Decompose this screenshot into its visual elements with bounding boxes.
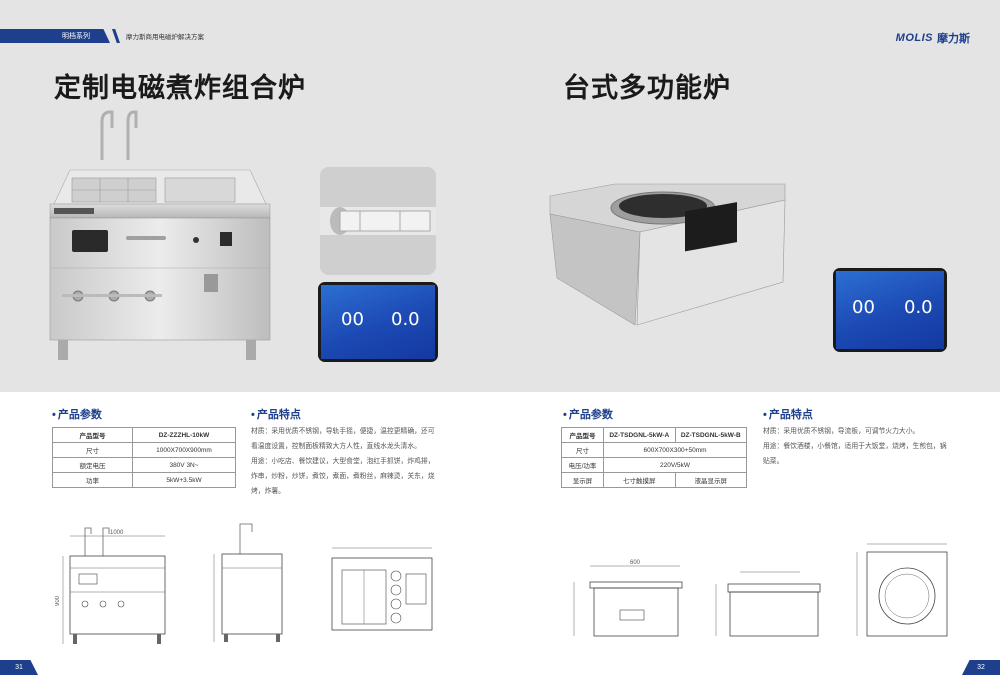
logo-text-en: MOLIS — [895, 32, 933, 44]
panel-left-value: 00 — [341, 309, 364, 330]
page-number-right: 32 — [962, 660, 1000, 675]
series-label: 明档系列 — [62, 33, 90, 40]
table-cell: 七寸触摸屏 — [603, 472, 676, 488]
table-row: 电压/功率 220V/5kW — [561, 457, 747, 473]
left-params-heading: •产品参数 — [52, 409, 102, 421]
table-row: 功率 5kW+3.5kW — [52, 472, 236, 488]
params-heading-text: 产品参数 — [568, 409, 613, 421]
right-side-drawing — [715, 571, 821, 637]
table-row: 尺寸 600X700X300+50mm — [561, 442, 747, 458]
left-features-heading: •产品特点 — [251, 409, 301, 421]
series-header: 明档系列 摩力斯商用电磁炉解决方案 — [0, 27, 204, 45]
table-cell: DZ-TSDGNL-5kW-A — [603, 427, 676, 443]
detail-photo-icon — [320, 167, 436, 275]
countertop-cooker-image — [549, 183, 786, 326]
feature-line: 看温度设置，控制面板精致大方人性，直线水龙头清水。 — [251, 443, 421, 450]
table-row: 额定电压 380V 3N~ — [52, 457, 236, 473]
table-cell: 5kW+3.5kW — [132, 472, 236, 488]
brand-logo: MOLIS 摩力斯 — [896, 30, 970, 46]
dim-width-label: 600 — [630, 560, 641, 566]
page-number-text: 31 — [15, 664, 23, 671]
table-cell: 尺寸 — [561, 442, 604, 458]
left-control-panel: 00 0.0 — [318, 282, 438, 362]
right-features-heading: •产品特点 — [763, 409, 813, 421]
page-number-text: 32 — [977, 664, 985, 671]
left-spec-table: 产品型号 DZ-ZZZHL-10kW 尺寸 1000X700X900mm 额定电… — [52, 427, 236, 488]
header-slash — [112, 29, 120, 43]
table-cell: 380V 3N~ — [132, 457, 236, 473]
feature-line: 材质：采用优质不锈钢，导流板，可调节火力大小。 — [763, 428, 920, 435]
right-control-panel: 00 0.0 — [833, 268, 947, 352]
page-number-left: 31 — [0, 660, 38, 675]
panel-left-value: 00 — [852, 297, 875, 318]
table-cell: 产品型号 — [561, 427, 604, 443]
right-spec-table: 产品型号 DZ-TSDGNL-5kW-A DZ-TSDGNL-5kW-B 尺寸 … — [561, 427, 747, 488]
table-row: 产品型号 DZ-TSDGNL-5kW-A DZ-TSDGNL-5kW-B — [561, 427, 747, 443]
right-front-drawing: 600 — [573, 560, 683, 637]
table-row: 显示屏 七寸触摸屏 液晶显示屏 — [561, 472, 747, 488]
table-cell: 1000X700X900mm — [132, 442, 236, 458]
table-row: 产品型号 DZ-ZZZHL-10kW — [52, 427, 236, 443]
series-tab: 明档系列 — [0, 29, 110, 43]
right-features-text: 材质：采用优质不锈钢，导流板，可调节火力大小。 用途：餐饮酒楼，小餐馆，适用于大… — [763, 424, 963, 469]
params-heading-text: 产品参数 — [57, 409, 102, 421]
table-cell: 220V/5kW — [603, 457, 747, 473]
header-subtitle: 摩力斯商用电磁炉解决方案 — [126, 34, 204, 41]
table-cell: 600X700X300+50mm — [603, 442, 747, 458]
logo-text-cn: 摩力斯 — [937, 33, 970, 45]
dim-width-label: 1000 — [110, 530, 124, 536]
features-heading-text: 产品特点 — [768, 409, 813, 421]
left-front-drawing: 1000 900 — [55, 527, 166, 644]
table-cell: 电压/功率 — [561, 457, 604, 473]
feature-line: 烤，炸薯。 — [251, 488, 285, 495]
table-cell: 显示屏 — [561, 472, 604, 488]
table-cell: DZ-TSDGNL-5kW-B — [674, 427, 747, 443]
table-cell: 液晶显示屏 — [674, 472, 747, 488]
dim-height-label: 900 — [55, 595, 61, 606]
table-cell: DZ-ZZZHL-10kW — [132, 427, 236, 443]
left-side-drawing — [213, 523, 283, 642]
features-heading-text: 产品特点 — [256, 409, 301, 421]
table-cell: 尺寸 — [52, 442, 133, 458]
right-top-drawing — [856, 543, 948, 637]
feature-line: 贴菜。 — [763, 458, 784, 465]
left-top-drawing — [331, 547, 433, 631]
feature-line: 用途：餐饮酒楼，小餐馆，适用于大饭堂，烧烤，生煎包，锅 — [763, 443, 947, 450]
left-product-title: 定制电磁煮炸组合炉 — [54, 73, 306, 103]
table-cell: 功率 — [52, 472, 133, 488]
detail-photo-card — [320, 167, 436, 275]
left-features-text: 材质：采用优质不锈钢，导轨手摇，便捷，温控更精确，还可 看温度设置，控制面板精致… — [251, 424, 441, 499]
panel-right-value: 0.0 — [904, 297, 933, 318]
feature-line: 用途：小吃店、餐饮建议，大型食堂，泡红手抓饼，炸鸡排， — [251, 458, 435, 465]
feature-line: 炸串，炒粉，炒饼，煮饺，煮面，煮粉丝，麻辣烫，关东，烧 — [251, 473, 435, 480]
right-params-heading: •产品参数 — [563, 409, 613, 421]
feature-line: 材质：采用优质不锈钢，导轨手摇，便捷，温控更精确，还可 — [251, 428, 435, 435]
table-cell: 额定电压 — [52, 457, 133, 473]
table-cell: 产品型号 — [52, 427, 133, 443]
table-row: 尺寸 1000X700X900mm — [52, 442, 236, 458]
right-product-title: 台式多功能炉 — [563, 73, 731, 103]
panel-right-value: 0.0 — [391, 309, 420, 330]
combo-cooker-image — [49, 110, 271, 360]
